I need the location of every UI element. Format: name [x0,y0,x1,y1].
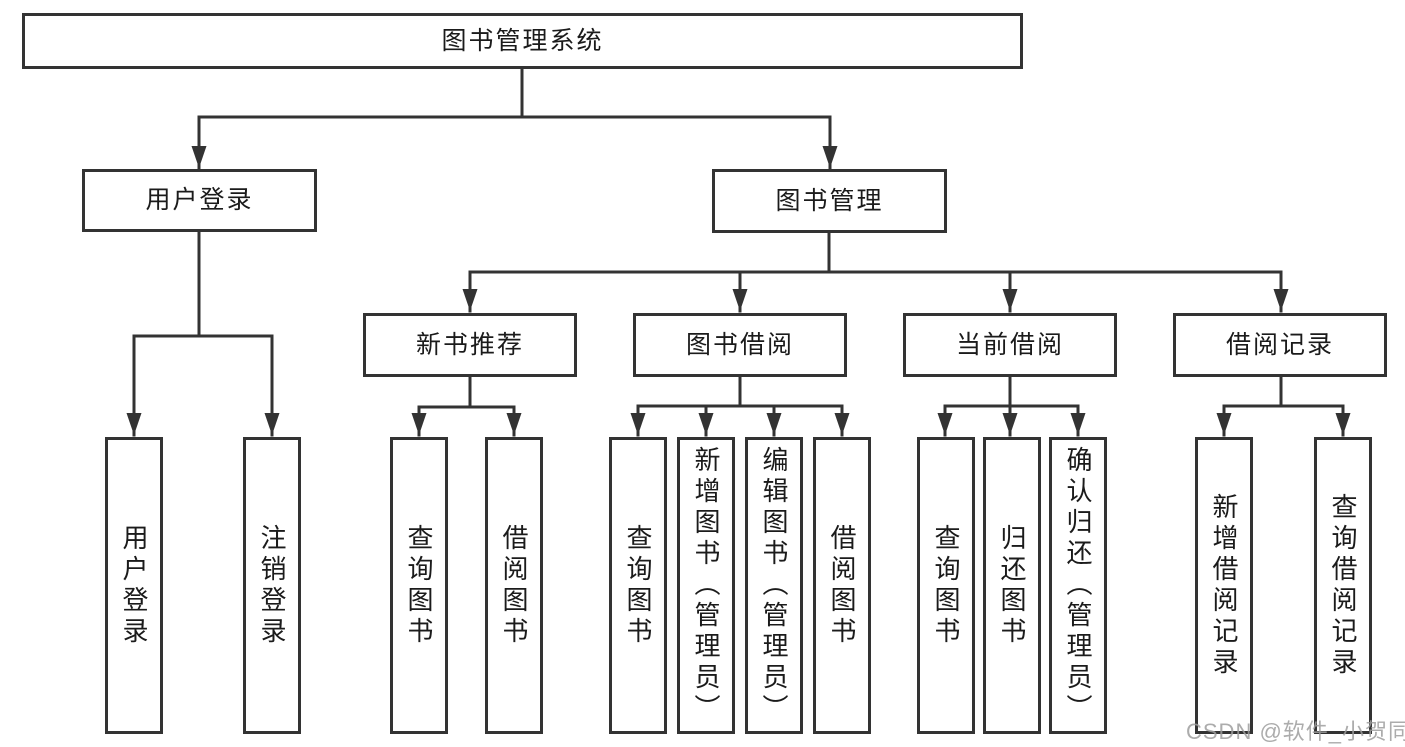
node-user-login: 用户登录 [82,169,317,232]
connector-recommend-children [411,375,522,437]
connector-root-to-level2 [191,64,838,170]
leaf-query-borrow-record: 查询借阅记录 [1314,437,1372,734]
leaf-borrow-books-recommend: 借阅图书 [485,437,543,734]
leaf-edit-books-admin: 编辑图书（管理员） [745,437,803,734]
node-new-book-recommend: 新书推荐 [363,313,577,377]
leaf-add-books-admin: 新增图书（管理员） [677,437,735,734]
node-book-borrow: 图书借阅 [633,313,847,377]
node-book-management: 图书管理 [712,169,947,233]
leaf-borrow-books-borrow: 借阅图书 [813,437,871,734]
connector-book-mgmt-children [462,231,1289,313]
leaf-query-books-recommend: 查询图书 [390,437,448,734]
connector-borrow-children [630,375,850,437]
node-library-system-root: 图书管理系统 [22,13,1023,69]
leaf-logout-login: 注销登录 [243,437,301,734]
connector-user-login-children [126,230,280,437]
connector-current-children [937,375,1086,437]
node-current-borrow: 当前借阅 [903,313,1117,377]
connector-records-children [1216,375,1351,437]
leaf-user-login: 用户登录 [105,437,163,734]
leaf-return-books: 归还图书 [983,437,1041,734]
leaf-add-borrow-record: 新增借阅记录 [1195,437,1253,734]
node-borrow-records: 借阅记录 [1173,313,1387,377]
csdn-watermark: CSDN @软件_小贺同学 [1186,719,1405,744]
leaf-query-books-borrow: 查询图书 [609,437,667,734]
leaf-confirm-return-admin: 确认归还（管理员） [1049,437,1107,734]
leaf-query-books-current: 查询图书 [917,437,975,734]
